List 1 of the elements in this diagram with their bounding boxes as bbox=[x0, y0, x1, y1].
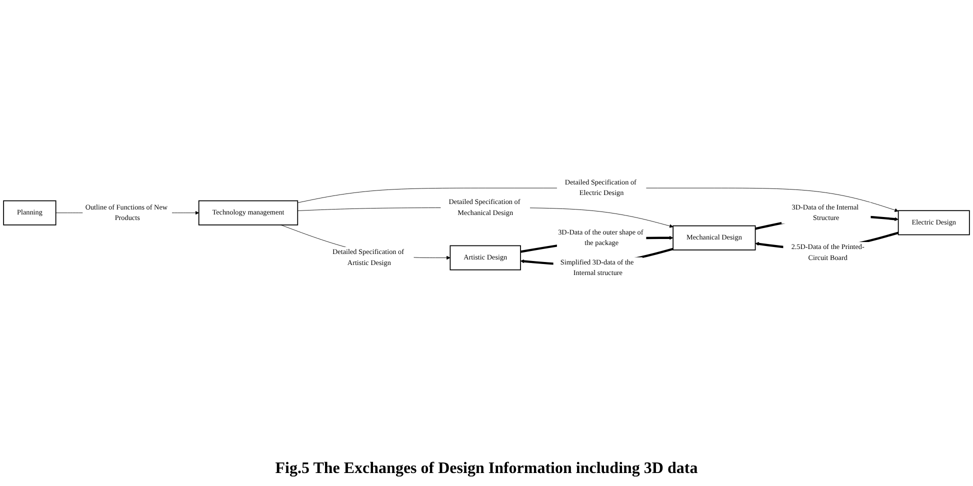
figure-caption: Fig.5 The Exchanges of Design Information including 3D data bbox=[275, 459, 698, 479]
